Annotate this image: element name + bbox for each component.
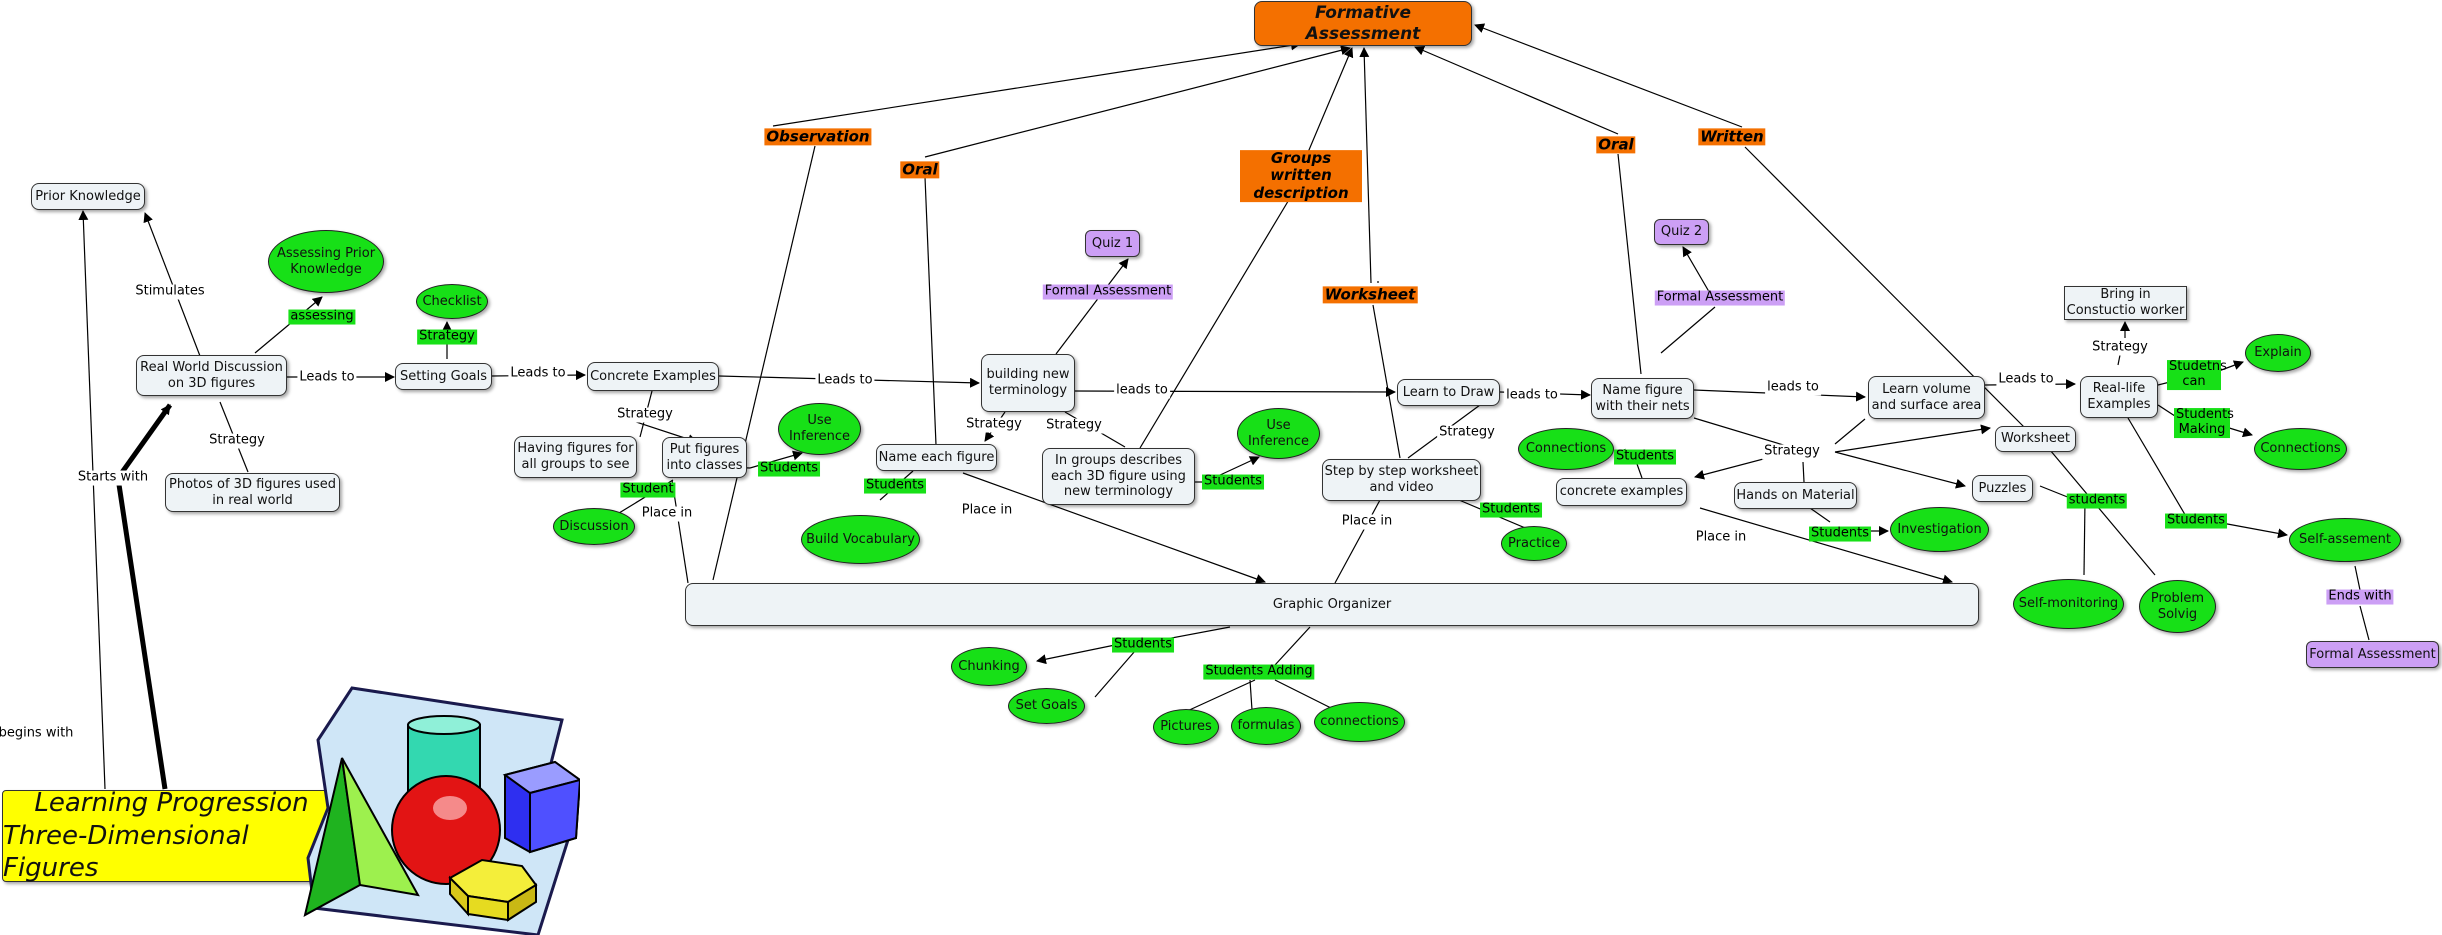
label-students-a: Students [758, 460, 820, 477]
node-quiz-2[interactable]: Quiz 2 [1654, 219, 1709, 245]
node-building-new-terminology[interactable]: building new terminology [981, 354, 1075, 412]
node-connections-1[interactable]: Connections [1518, 428, 1614, 470]
label-students-g: Students [1809, 525, 1871, 542]
node-connections-2[interactable]: Connections [2254, 428, 2347, 470]
title-box: Learning Progression Three-Dimensional F… [2, 788, 341, 884]
label-oral-1: Oral [900, 160, 940, 179]
label-strategy-7: Strategy [1762, 443, 1822, 460]
node-bring-in-construction-worker[interactable]: Bring in Constuctio worker [2064, 286, 2187, 320]
node-quiz-1[interactable]: Quiz 1 [1085, 230, 1140, 257]
node-puzzles[interactable]: Puzzles [1972, 475, 2033, 502]
node-explain[interactable]: Explain [2245, 334, 2311, 372]
node-connections-3[interactable]: connections [1314, 702, 1405, 742]
label-place-in-3: Place in [1339, 513, 1395, 530]
node-worksheet[interactable]: Worksheet [1995, 426, 2076, 452]
label-place-in-2: Place in [959, 502, 1015, 519]
label-students-j: Students [1112, 636, 1174, 653]
label-worksheet: Worksheet [1322, 285, 1418, 304]
node-formal-assessment[interactable]: Formal Assessment [2306, 641, 2439, 668]
node-formulas[interactable]: formulas [1231, 707, 1301, 745]
label-formal-assessment-1: Formal Assessment [1042, 283, 1174, 300]
node-concrete-examples[interactable]: Concrete Examples [587, 362, 719, 391]
label-students-adding: Students Adding [1203, 663, 1315, 680]
node-investigation[interactable]: Investigation [1890, 507, 1989, 552]
label-student-b: Student [620, 481, 676, 498]
node-self-assessment[interactable]: Self-assement [2289, 518, 2401, 562]
label-students-h: students [2066, 492, 2128, 509]
node-assessing-prior-knowledge[interactable]: Assessing Prior Knowledge [268, 230, 384, 293]
node-name-figure-with-nets[interactable]: Name figure with their nets [1591, 378, 1694, 419]
label-assessing: assessing [288, 308, 356, 325]
node-prior-knowledge[interactable]: Prior Knowledge [31, 183, 145, 210]
node-having-figures[interactable]: Having figures for all groups to see [514, 436, 637, 478]
node-use-inference-2[interactable]: Use Inference [1237, 408, 1320, 459]
node-concrete-examples-2[interactable]: concrete examples [1556, 478, 1687, 506]
label-strategy-3: Strategy [615, 406, 675, 423]
label-students-making: Students Making [2174, 407, 2234, 438]
node-pictures[interactable]: Pictures [1153, 709, 1219, 745]
label-stimulates: Stimulates [133, 283, 207, 300]
label-place-in-4: Place in [1693, 529, 1749, 546]
3d-shapes-clipart-icon [303, 686, 580, 935]
label-leads-to-7: Leads to [1996, 371, 2056, 388]
label-ends-with: Ends with [2326, 588, 2394, 605]
label-strategy-2: Strategy [207, 432, 267, 449]
label-students-can: Studetns can [2167, 359, 2227, 390]
label-strategy-5: Strategy [1044, 417, 1104, 434]
node-problem-solving[interactable]: Problem Solvig [2139, 580, 2216, 633]
node-use-inference-1[interactable]: Use Inference [778, 403, 861, 455]
node-hands-on-material[interactable]: Hands on Material [1734, 482, 1857, 509]
label-leads-to-5: leads to [1504, 387, 1560, 404]
label-written: Written [1698, 127, 1766, 146]
node-set-goals[interactable]: Set Goals [1008, 688, 1085, 724]
label-place-in-1: Place in [639, 505, 695, 522]
node-formative-assessment[interactable]: Formative Assessment [1254, 1, 1472, 46]
label-leads-to-4: leads to [1114, 382, 1170, 399]
node-photos-3d-figures[interactable]: Photos of 3D figures used in real world [165, 473, 340, 512]
label-students-i: Students [2165, 512, 2227, 529]
node-setting-goals[interactable]: Setting Goals [395, 363, 492, 390]
node-build-vocabulary[interactable]: Build Vocabulary [801, 515, 920, 564]
label-oral-2: Oral [1596, 135, 1636, 154]
node-real-life-examples[interactable]: Real-life Examples [2080, 376, 2158, 418]
node-learn-to-draw[interactable]: Learn to Draw [1397, 379, 1500, 406]
label-strategy-1: Strategy [417, 328, 477, 345]
node-chunking[interactable]: Chunking [951, 647, 1027, 686]
node-checklist[interactable]: Checklist [416, 284, 488, 319]
label-strategy-6: Strategy [1437, 424, 1497, 441]
node-graphic-organizer[interactable]: Graphic Organizer [685, 583, 1979, 626]
label-strategy-4: Strategy [964, 416, 1024, 433]
label-students-f: Students [1614, 448, 1676, 465]
label-students-d: Students [1202, 473, 1264, 490]
node-step-by-step-worksheet[interactable]: Step by step worksheet and video [1322, 459, 1481, 501]
node-learn-volume-surface-area[interactable]: Learn volume and surface area [1868, 376, 1985, 419]
node-discussion[interactable]: Discussion [553, 508, 635, 545]
label-leads-to-3: Leads to [815, 372, 875, 389]
label-students-e: Students [1480, 501, 1542, 518]
label-groups-written-description: Groups written description [1240, 150, 1362, 202]
label-students-c: Students [864, 477, 926, 494]
node-real-world-discussion[interactable]: Real World Discussion on 3D figures [136, 355, 287, 396]
label-strategy-8: Strategy [2090, 339, 2150, 356]
label-leads-to-2: Leads to [508, 365, 568, 382]
label-leads-to-6: leads to [1765, 379, 1821, 396]
node-practice[interactable]: Practice [1501, 526, 1567, 561]
label-leads-to-1: Leads to [297, 369, 357, 386]
node-self-monitoring[interactable]: Self-monitoring [2013, 579, 2124, 629]
label-starts-with: Starts with [75, 469, 151, 486]
label-formal-assessment-2: Formal Assessment [1654, 289, 1786, 306]
title-line2: Three-Dimensional Figures [3, 820, 249, 884]
label-begins-with: begins with [0, 726, 76, 742]
title-line1: Learning Progression [34, 788, 309, 819]
node-name-each-figure[interactable]: Name each figure [876, 444, 997, 471]
node-put-figures-into-classes[interactable]: Put figures into classes [662, 437, 747, 478]
node-in-groups-describes[interactable]: In groups describes each 3D figure using… [1042, 448, 1195, 505]
label-observation: Observation [764, 127, 872, 146]
